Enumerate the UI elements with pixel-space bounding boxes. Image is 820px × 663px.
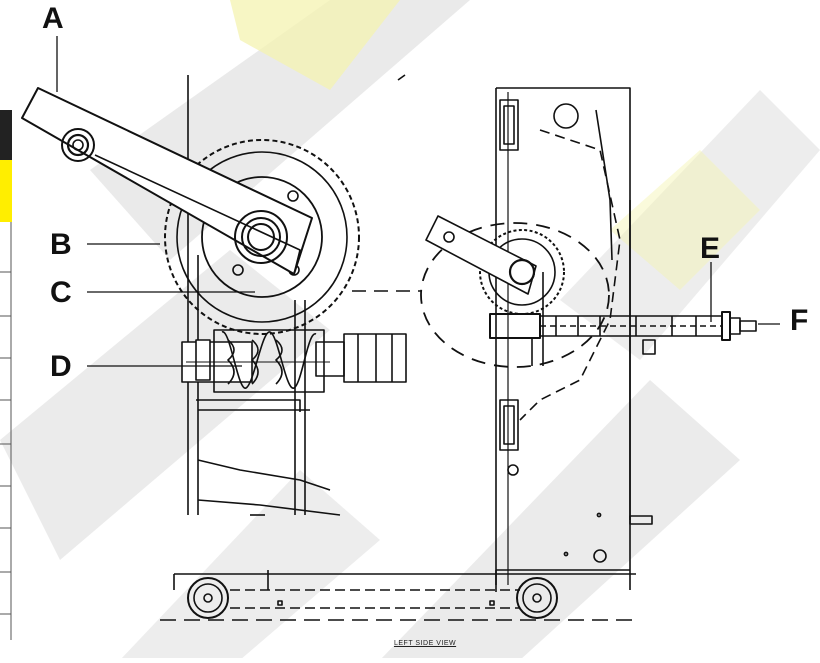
- detail-connector: [352, 222, 610, 368]
- base-rail: [160, 570, 640, 621]
- callout-d: D: [50, 350, 72, 383]
- shaft-assembly: [489, 272, 757, 366]
- detail-sprocket: [425, 215, 565, 315]
- side-tab: [0, 110, 12, 640]
- right-housing: [495, 87, 656, 590]
- left-frame: [187, 74, 406, 516]
- callout-e: E: [700, 232, 721, 265]
- callout-b: B: [50, 228, 72, 261]
- large-sprocket: [164, 139, 360, 335]
- callout-a: A: [42, 2, 64, 35]
- leader-lines: [56, 36, 780, 367]
- lever-arm: [21, 87, 313, 275]
- callout-f: F: [790, 304, 809, 337]
- callout-c: C: [50, 276, 72, 309]
- worm-gear: [181, 329, 407, 412]
- view-caption: LEFT SIDE VIEW: [394, 640, 457, 647]
